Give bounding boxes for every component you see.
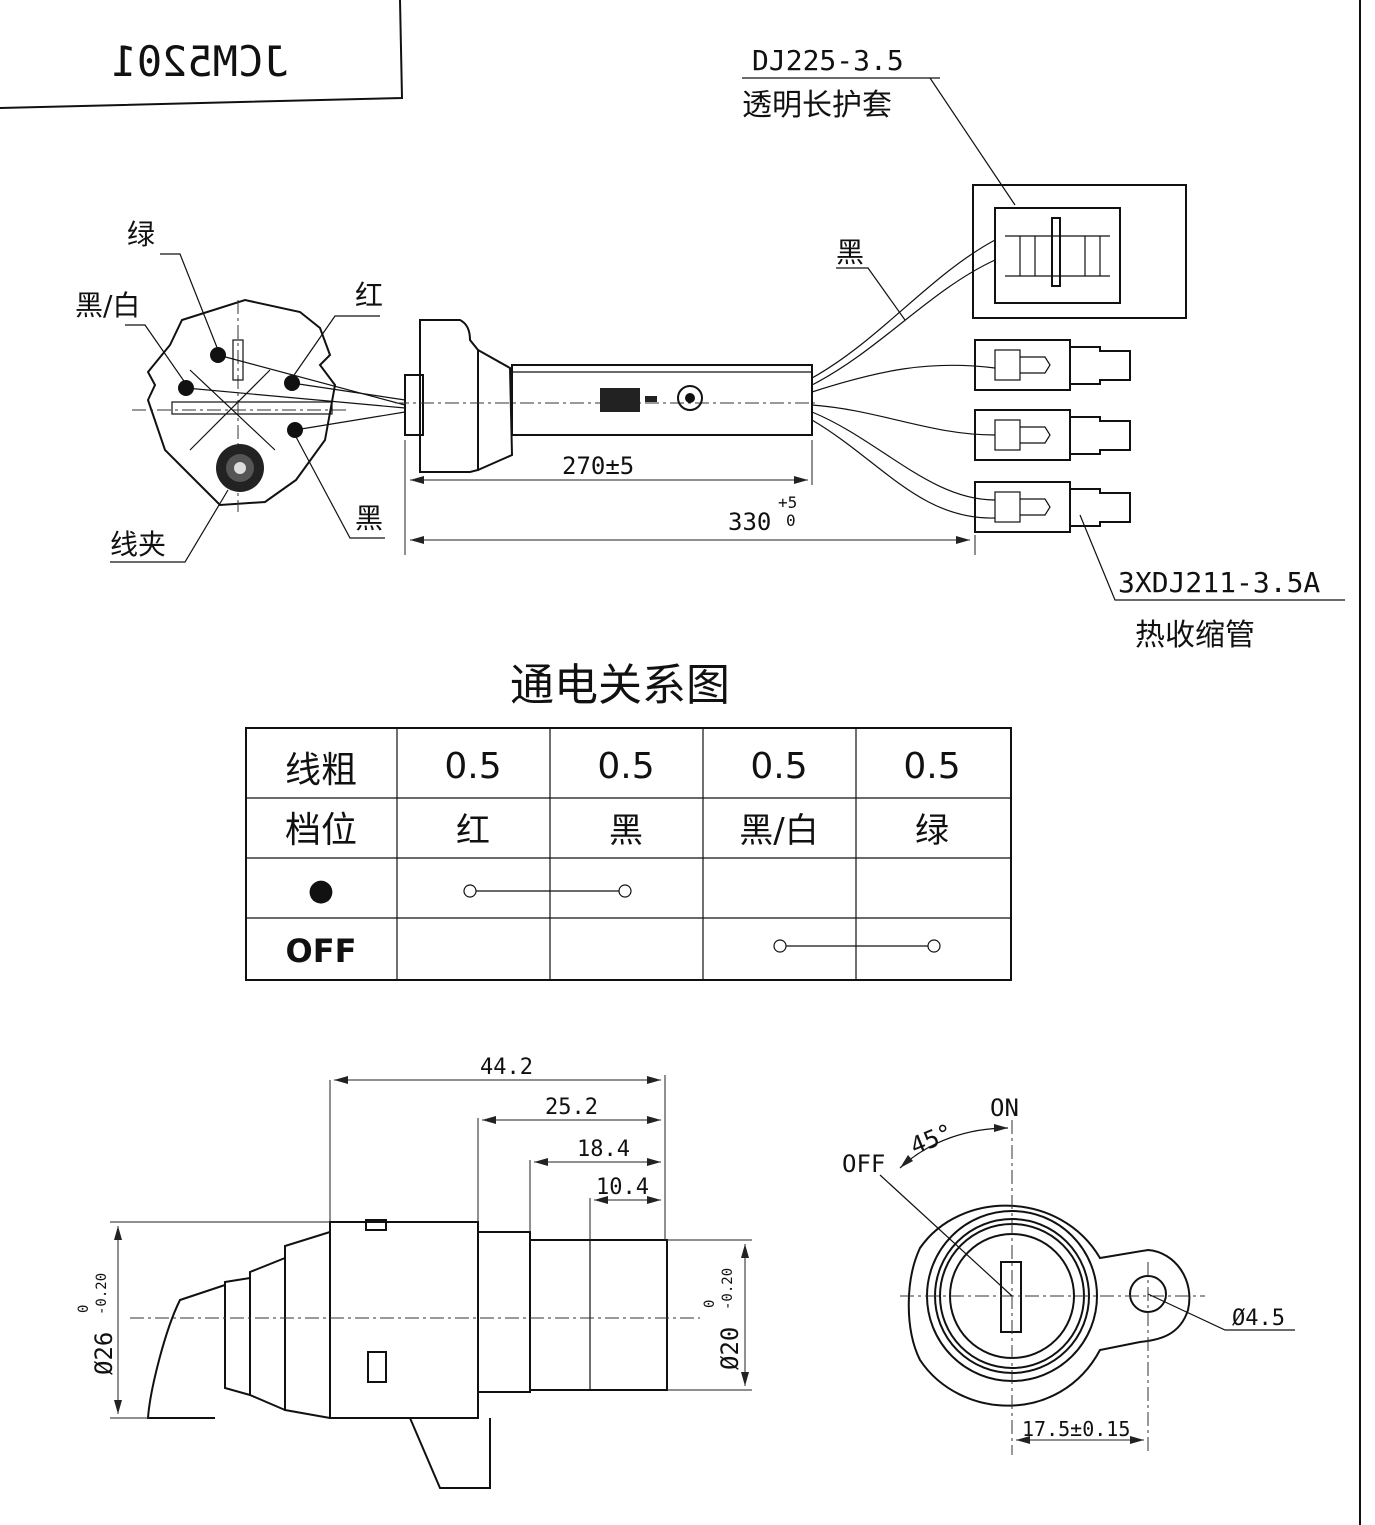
dim-330-tol-upper: +5: [778, 493, 797, 512]
label-black-white: 黑/白: [75, 289, 140, 322]
dim-hole-offset: 17.5±0.15: [1022, 1417, 1130, 1441]
title-block: JCM5201: [0, 0, 404, 109]
table-title: 通电关系图: [510, 660, 730, 711]
terminal-connectors: [974, 339, 1131, 533]
cable-bundle: [811, 239, 996, 519]
dia-26: Ø26: [90, 1332, 118, 1375]
color-1: 红: [456, 811, 490, 851]
terminal-3: [974, 481, 1131, 533]
connection-on: [463, 884, 632, 898]
inner-wires: [185, 354, 406, 431]
boot-description: 透明长护套: [742, 88, 892, 123]
dim-270: 270±5: [562, 452, 634, 480]
label-clip: 线夹: [110, 528, 166, 561]
header-wire-gauge: 线粗: [285, 750, 357, 791]
label-angle: 45°: [906, 1118, 957, 1160]
label-hole-diameter: Ø4.5: [1232, 1306, 1285, 1331]
terminal-2: [974, 409, 1131, 461]
top-view: 绿 黑/白 红 黑 线夹: [75, 44, 1345, 653]
gauge-1: 0.5: [444, 746, 501, 787]
terminal-1: [974, 339, 1131, 391]
dim-10-4: 10.4: [596, 1175, 649, 1200]
color-3: 黑/白: [739, 811, 818, 851]
gauge-3: 0.5: [750, 746, 807, 787]
switch-body: [395, 319, 815, 473]
terminal-part-number: 3XDJ211-3.5A: [1118, 566, 1320, 599]
dia-20: Ø20: [716, 1327, 744, 1370]
position-on: ●: [308, 873, 334, 908]
front-view: ON OFF 45° Ø4.5 17.5±0.15: [842, 1094, 1295, 1455]
label-on: ON: [990, 1094, 1019, 1122]
gauge-2: 0.5: [597, 746, 654, 787]
label-black: 黑: [355, 502, 383, 535]
label-off: OFF: [842, 1150, 885, 1178]
dim-44-2: 44.2: [480, 1055, 533, 1080]
dia-26-tol-upper: 0: [76, 1305, 92, 1313]
gauge-4: 0.5: [903, 746, 960, 787]
part-number: JCM5201: [111, 37, 288, 86]
color-2: 黑: [609, 811, 643, 851]
dim-330: 330: [728, 508, 771, 536]
dia-26-tol-lower: -0.20: [94, 1273, 110, 1315]
boot-connector: [972, 184, 1187, 319]
wiring-table: 通电关系图 线粗 档位 0.5 0.5 0.5 0.5 红 黑 黑/白 绿 ● …: [245, 660, 1012, 981]
color-4: 绿: [915, 811, 949, 851]
dim-18-4: 18.4: [577, 1137, 630, 1162]
label-green: 绿: [127, 218, 155, 251]
length-dimensions: [404, 440, 976, 555]
dim-25-2: 25.2: [545, 1095, 598, 1120]
switch-face: [132, 298, 350, 512]
header-position: 档位: [285, 810, 357, 851]
terminal-description: 热收缩管: [1135, 618, 1255, 653]
position-off: OFF: [286, 932, 357, 970]
side-view: 44.2 25.2 18.4 10.4 Ø26 0 -0.20 Ø20 0 -0…: [76, 1055, 752, 1489]
dia-20-tol-upper: 0: [702, 1300, 718, 1308]
cable-label: 黑: [836, 236, 864, 269]
connection-off: [773, 939, 941, 953]
dia-20-tol-lower: -0.20: [720, 1268, 736, 1310]
boot-part-number: DJ225-3.5: [752, 44, 904, 77]
dim-330-tol-lower: 0: [786, 511, 796, 530]
label-red: 红: [355, 279, 383, 312]
